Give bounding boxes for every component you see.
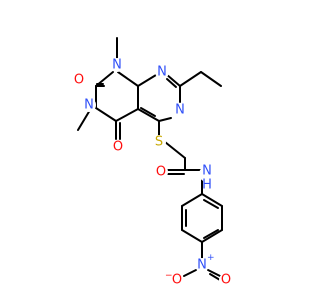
bond-s-ch2 — [164, 141, 186, 159]
bond-nnitro-oright-double — [209, 273, 221, 281]
bond-ph-4 — [201, 229, 223, 243]
atom-o-c2: O — [74, 73, 84, 88]
atom-o-nitro-left-charge: − — [165, 271, 173, 281]
atom-o-amide: O — [156, 165, 166, 180]
bond-ph-3 — [181, 229, 203, 243]
bond-c7-ethyl1 — [179, 71, 202, 87]
bond-ph-inner-3 — [203, 199, 219, 209]
bond-c5-c4a-double — [140, 107, 156, 117]
bond-layer — [77, 37, 223, 281]
bond-nnitro-oright — [207, 269, 221, 277]
bond-npt-c7-double — [166, 78, 177, 88]
molecule-structure: N N O O N N S O N H N + O − — [72, 37, 233, 288]
bond-c8a-npt — [137, 74, 157, 87]
atom-n-nitro: N — [197, 258, 207, 273]
bond-nnitro-oleft — [183, 269, 197, 277]
bond-ph-6 — [201, 193, 223, 207]
atom-o-nitro-left: O — [172, 273, 182, 288]
atom-n-amide: N — [202, 164, 212, 179]
atom-o-c4: O — [113, 140, 123, 155]
atom-s: S — [155, 135, 163, 150]
atom-n-nitro-charge: + — [207, 253, 215, 263]
atom-o-nitro-right: O — [221, 273, 231, 288]
bond-ph-1 — [181, 193, 203, 207]
bond-ph-inner-2 — [203, 229, 219, 239]
atom-n3: N — [84, 98, 94, 113]
bond-c5-c4a — [137, 108, 160, 122]
atom-n-pyrimidine-right: N — [175, 103, 185, 118]
atom-n1: N — [112, 58, 122, 73]
atom-h-amide: H — [202, 178, 212, 193]
bond-c4-c4a — [115, 108, 139, 122]
bond-n3-methyl — [77, 109, 91, 131]
atom-n-pyrimidine-top: N — [157, 65, 167, 80]
bond-npt-c7 — [165, 73, 181, 87]
bond-ethyl1-ethyl2 — [200, 71, 222, 87]
bond-n3-c4 — [95, 107, 117, 122]
atom-label-layer: N N O O N N S O N H N + O − — [72, 58, 233, 288]
bond-npr-c5 — [158, 117, 172, 122]
bond-c8a-n1 — [117, 71, 139, 87]
